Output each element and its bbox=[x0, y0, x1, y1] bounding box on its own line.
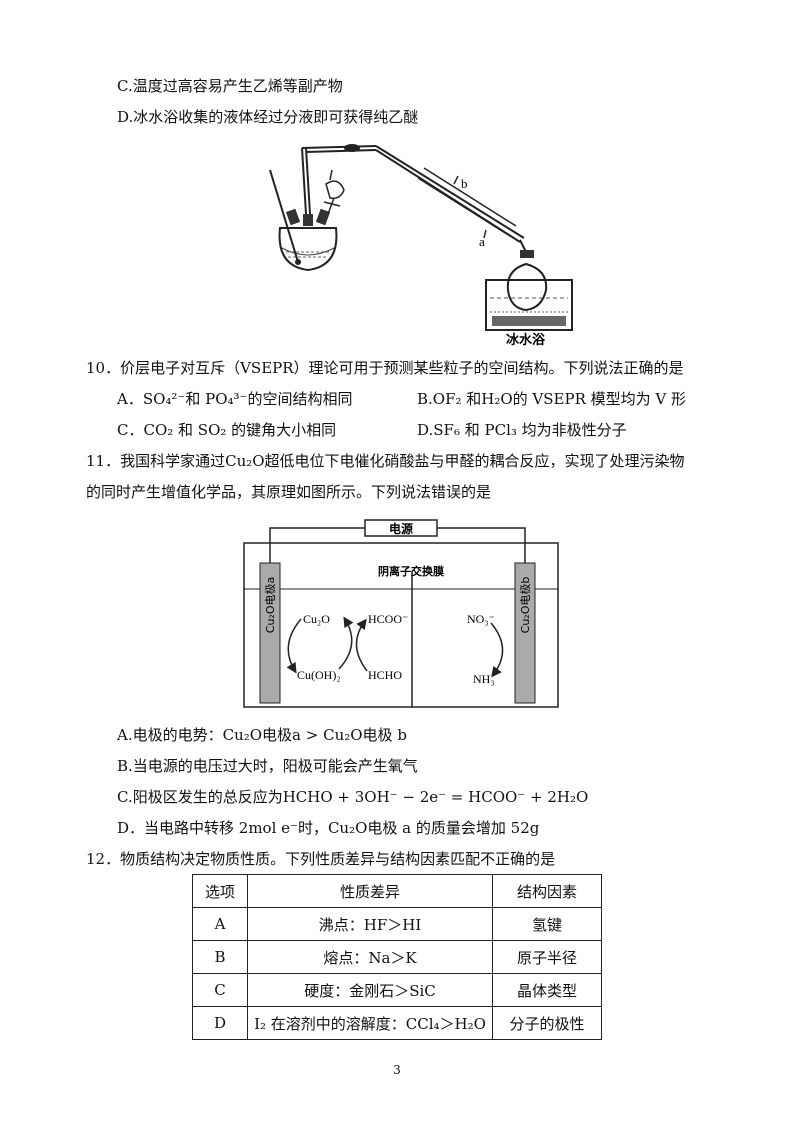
q11-option-a: A.电极的电势：Cu₂O电极a > Cu₂O电极 b bbox=[117, 726, 407, 744]
electrode-a bbox=[259, 562, 281, 704]
species-no3: NO₃⁻ bbox=[467, 612, 495, 626]
electrolysis-cell-figure: 电源 Cu₂O电极a Cu₂O电极b 阴离子交换膜 Cu₂O Cu(OH)₂ H… bbox=[243, 519, 559, 708]
q10-option-d: D.SF₆ 和 PCl₃ 均为非极性分子 bbox=[417, 421, 627, 439]
q12-stem: 12．物质结构决定物质性质。下列性质差异与结构因素匹配不正确的是 bbox=[86, 850, 556, 868]
table-cell: I₂ 在溶剂中的溶解度：CCl₄＞H₂O bbox=[247, 1006, 493, 1040]
ice-bath-beaker bbox=[485, 279, 573, 331]
table-cell: 晶体类型 bbox=[492, 973, 602, 1007]
three-neck-flask bbox=[278, 227, 338, 272]
arrow-hcho-to-hcoo bbox=[355, 618, 368, 672]
power-source-label: 电源 bbox=[389, 521, 413, 536]
q10-option-c: C．CO₂ 和 SO₂ 的键角大小相同 bbox=[117, 421, 337, 439]
q11-stem-line1: 11．我国科学家通过Cu₂O超低电位下电催化硝酸盐与甲醛的耦合反应，实现了处理污… bbox=[86, 452, 685, 470]
arrow-no3-to-nh3 bbox=[490, 622, 504, 678]
dropping-funnel bbox=[325, 180, 345, 200]
q10-option-b: B.OF₂ 和H₂O的 VSEPR 模型均为 V 形 bbox=[417, 390, 687, 408]
arrow-cuoh2-to-cu2o bbox=[338, 616, 354, 670]
table-cell: 分子的极性 bbox=[492, 1006, 602, 1040]
q11-option-c: C.阳极区发生的总反应为HCHO + 3OH⁻ − 2e⁻ = HCOO⁻ + … bbox=[117, 788, 589, 806]
membrane-label: 阴离子交换膜 bbox=[378, 564, 444, 578]
table-cell: 氢键 bbox=[492, 907, 602, 941]
distillation-apparatus-figure: b a 冰水浴 bbox=[269, 144, 573, 348]
q11-option-d: D．当电路中转移 2mol e⁻时，Cu₂O电极 a 的质量会增加 52g bbox=[117, 819, 540, 837]
q11-option-b: B.当电源的电压过大时，阳极可能会产生氧气 bbox=[117, 757, 418, 775]
electrode-a-label: Cu₂O电极a bbox=[263, 577, 277, 633]
table-header-property: 性质差异 bbox=[247, 874, 493, 908]
table-header-row: 选项 性质差异 结构因素 bbox=[192, 874, 602, 908]
q11-stem-line2: 的同时产生增值化学品，其原理如图所示。下列说法错误的是 bbox=[86, 483, 492, 501]
table-header-factor: 结构因素 bbox=[492, 874, 602, 908]
table-row: A 沸点：HF＞HI 氢键 bbox=[192, 907, 602, 941]
table-cell: D bbox=[192, 1006, 248, 1040]
label-a: a bbox=[479, 234, 485, 249]
table-cell: 熔点：Na＞K bbox=[247, 940, 493, 974]
table-cell: A bbox=[192, 907, 248, 941]
species-nh3: NH₃ bbox=[473, 672, 495, 686]
q10-stem: 10．价层电子对互斥（VSEPR）理论可用于预测某些粒子的空间结构。下列说法正确… bbox=[86, 359, 684, 377]
species-cu2o: Cu₂O bbox=[303, 612, 330, 626]
table-row: C 硬度：金刚石＞SiC 晶体类型 bbox=[192, 973, 602, 1007]
table-header-option: 选项 bbox=[192, 874, 248, 908]
thermometer bbox=[269, 169, 299, 263]
page-number: 3 bbox=[393, 1063, 401, 1077]
q10-option-a: A．SO₄²⁻和 PO₄³⁻的空间结构相同 bbox=[117, 390, 353, 408]
species-hcoo: HCOO⁻ bbox=[368, 612, 408, 626]
electrode-b bbox=[514, 562, 536, 704]
electrolytic-tank bbox=[243, 542, 559, 708]
table-cell: 硬度：金刚石＞SiC bbox=[247, 973, 493, 1007]
species-cuoh2: Cu(OH)₂ bbox=[297, 668, 341, 682]
condenser bbox=[375, 145, 525, 239]
arrow-cu2o-to-cuoh2 bbox=[286, 618, 302, 674]
table-row: B 熔点：Na＞K 原子半径 bbox=[192, 940, 602, 974]
q12-table: 选项 性质差异 结构因素 A 沸点：HF＞HI 氢键 B 熔点：Na＞K 原子半… bbox=[192, 874, 602, 1040]
table-row: D I₂ 在溶剂中的溶解度：CCl₄＞H₂O 分子的极性 bbox=[192, 1006, 602, 1040]
receiving-flask bbox=[506, 262, 548, 312]
ice-bath-label: 冰水浴 bbox=[506, 332, 546, 348]
label-b: b bbox=[461, 176, 468, 191]
table-cell: 原子半径 bbox=[492, 940, 602, 974]
q9-option-d: D.冰水浴收集的液体经过分液即可获得纯乙醚 bbox=[117, 108, 419, 126]
table-cell: 沸点：HF＞HI bbox=[247, 907, 493, 941]
table-cell: C bbox=[192, 973, 248, 1007]
electrode-b-label: Cu₂O电极b bbox=[518, 577, 532, 634]
species-hcho: HCHO bbox=[368, 668, 402, 682]
q9-option-c: C.温度过高容易产生乙烯等副产物 bbox=[117, 77, 343, 95]
table-cell: B bbox=[192, 940, 248, 974]
